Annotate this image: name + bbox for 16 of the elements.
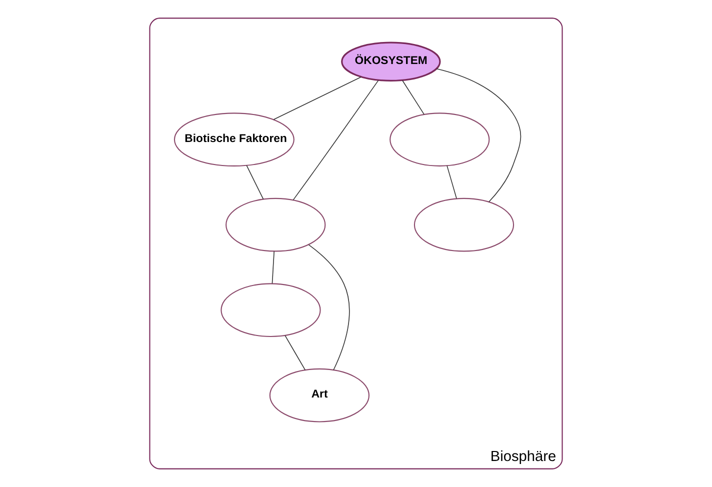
node-ellipse: Biotische Faktoren xyxy=(174,112,294,166)
connector xyxy=(436,68,522,202)
node-ellipse: Art xyxy=(269,368,370,422)
connector xyxy=(402,80,425,115)
connector xyxy=(273,76,362,120)
node-ellipse: ÖKOSYSTEM xyxy=(341,42,441,82)
connector xyxy=(246,165,264,200)
node-ellipse xyxy=(390,112,490,166)
connector xyxy=(308,244,350,370)
connector xyxy=(446,165,457,199)
connector xyxy=(272,251,274,284)
connector xyxy=(284,335,306,370)
node-ellipse xyxy=(226,198,326,252)
connector xyxy=(292,80,379,200)
node-ellipse xyxy=(414,198,514,252)
node-ellipse xyxy=(220,283,321,337)
